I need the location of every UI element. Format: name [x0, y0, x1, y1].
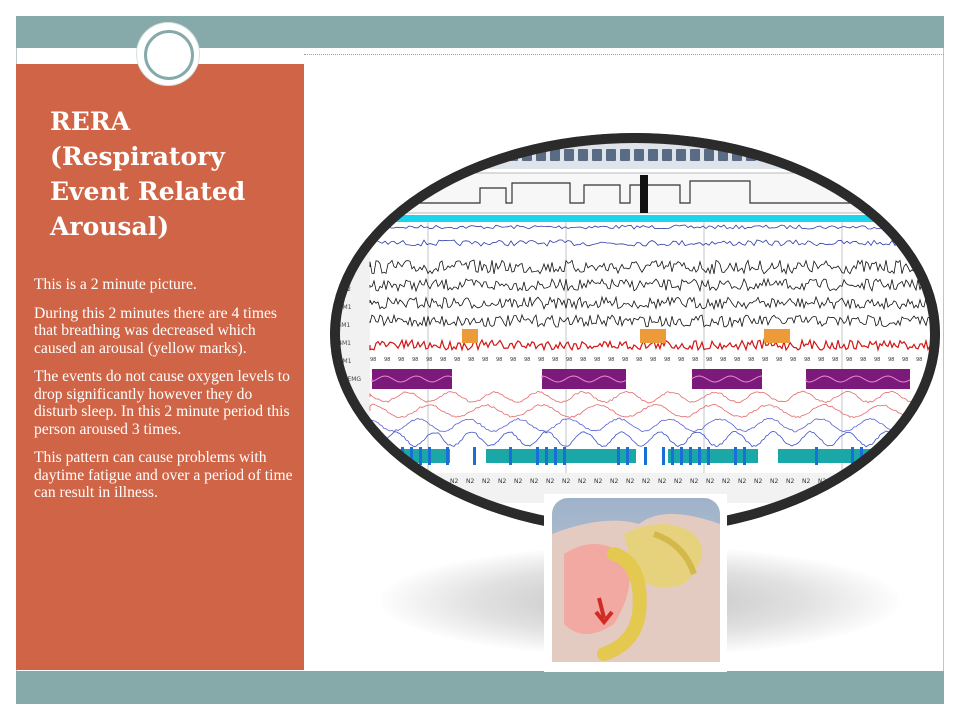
svg-text:N2: N2: [818, 478, 826, 485]
svg-text:98: 98: [412, 357, 418, 363]
svg-text:N2: N2: [674, 478, 682, 485]
title-line-1: RERA: [50, 107, 131, 136]
svg-text:98: 98: [594, 357, 600, 363]
svg-text:N2: N2: [770, 478, 778, 485]
svg-text:98: 98: [398, 357, 404, 363]
svg-text:O2M1: O2M1: [334, 358, 352, 365]
svg-text:98: 98: [636, 357, 642, 363]
paragraph-1: This is a 2 minute picture.: [34, 276, 197, 293]
svg-text:C4M1: C4M1: [334, 340, 351, 347]
left-panel: [16, 64, 304, 670]
svg-text:N2: N2: [706, 478, 714, 485]
svg-text:F4M1: F4M1: [334, 322, 350, 329]
svg-text:N2: N2: [546, 478, 554, 485]
svg-text:98: 98: [860, 357, 866, 363]
svg-text:N2: N2: [802, 478, 810, 485]
svg-text:98: 98: [538, 357, 544, 363]
svg-text:98: 98: [678, 357, 684, 363]
svg-text:98: 98: [664, 357, 670, 363]
svg-text:98: 98: [524, 357, 530, 363]
svg-text:Flow: Flow: [334, 430, 348, 437]
svg-text:N2: N2: [466, 478, 474, 485]
svg-text:98: 98: [510, 357, 516, 363]
airway-anatomy-svg: [552, 498, 720, 662]
svg-text:N2: N2: [402, 478, 410, 485]
svg-text:N2: N2: [722, 478, 730, 485]
svg-text:98: 98: [454, 357, 460, 363]
svg-text:N2: N2: [450, 478, 458, 485]
polysomnogram-image: F3M2C3M2O1M1F4M1C4M1O2M1ChinEMGSpO2Therm…: [330, 133, 940, 535]
svg-text:98: 98: [846, 357, 852, 363]
svg-text:98: 98: [818, 357, 824, 363]
svg-text:98: 98: [706, 357, 712, 363]
svg-text:N2: N2: [850, 478, 858, 485]
paragraph-2: During this 2 minutes there are 4 times …: [34, 304, 277, 357]
svg-text:98: 98: [580, 357, 586, 363]
title-line-4: Arousal): [50, 212, 170, 241]
svg-text:N2: N2: [610, 478, 618, 485]
svg-text:N2: N2: [514, 478, 522, 485]
svg-text:N2: N2: [898, 478, 906, 485]
svg-text:98: 98: [762, 357, 768, 363]
svg-text:98: 98: [608, 357, 614, 363]
svg-text:98: 98: [874, 357, 880, 363]
svg-text:N2: N2: [658, 478, 666, 485]
svg-text:N2: N2: [578, 478, 586, 485]
svg-text:98: 98: [748, 357, 754, 363]
svg-text:N2: N2: [370, 478, 378, 485]
svg-text:N2: N2: [498, 478, 506, 485]
svg-text:98: 98: [566, 357, 572, 363]
polysomnogram-svg: F3M2C3M2O1M1F4M1C4M1O2M1ChinEMGSpO2Therm…: [330, 133, 940, 535]
svg-text:N2: N2: [882, 478, 890, 485]
svg-text:N2: N2: [738, 478, 746, 485]
svg-text:98: 98: [776, 357, 782, 363]
svg-text:N2: N2: [642, 478, 650, 485]
top-rule: [304, 54, 944, 55]
svg-text:O1M1: O1M1: [334, 304, 352, 311]
svg-text:N2: N2: [786, 478, 794, 485]
svg-text:98: 98: [482, 357, 488, 363]
svg-text:98: 98: [902, 357, 908, 363]
bottom-band: [16, 671, 944, 704]
paragraph-4: This pattern can cause problems with day…: [34, 449, 293, 501]
svg-text:N2: N2: [690, 478, 698, 485]
body-text: This is a 2 minute picture. During this …: [34, 276, 296, 513]
svg-text:98: 98: [496, 357, 502, 363]
paragraph-3: The events do not cause oxygen levels to…: [34, 368, 290, 438]
svg-text:98: 98: [720, 357, 726, 363]
svg-text:98: 98: [384, 357, 390, 363]
svg-text:N2: N2: [482, 478, 490, 485]
svg-text:N2: N2: [626, 478, 634, 485]
title-circle-ring: [144, 30, 194, 80]
svg-text:N2: N2: [866, 478, 874, 485]
svg-text:98: 98: [832, 357, 838, 363]
svg-text:98: 98: [650, 357, 656, 363]
svg-text:98: 98: [692, 357, 698, 363]
svg-text:98: 98: [426, 357, 432, 363]
svg-text:N2: N2: [594, 478, 602, 485]
svg-text:98: 98: [734, 357, 740, 363]
svg-text:N2: N2: [386, 478, 394, 485]
airway-anatomy-image: [544, 494, 727, 672]
title-circle-ornament: [137, 23, 199, 85]
title-line-2: (Respiratory: [50, 142, 225, 171]
svg-text:ChinEMG: ChinEMG: [334, 376, 361, 383]
svg-text:98: 98: [468, 357, 474, 363]
svg-text:N2: N2: [562, 478, 570, 485]
svg-text:N2: N2: [754, 478, 762, 485]
svg-text:98: 98: [370, 357, 376, 363]
svg-text:98: 98: [440, 357, 446, 363]
slide-title: RERA (Respiratory Event Related Arousal): [50, 104, 290, 244]
title-line-3: Event Related: [50, 177, 246, 206]
svg-text:98: 98: [916, 357, 922, 363]
svg-text:98: 98: [790, 357, 796, 363]
svg-text:98: 98: [552, 357, 558, 363]
svg-text:98: 98: [888, 357, 894, 363]
svg-text:N2: N2: [530, 478, 538, 485]
svg-text:98: 98: [804, 357, 810, 363]
svg-text:98: 98: [622, 357, 628, 363]
